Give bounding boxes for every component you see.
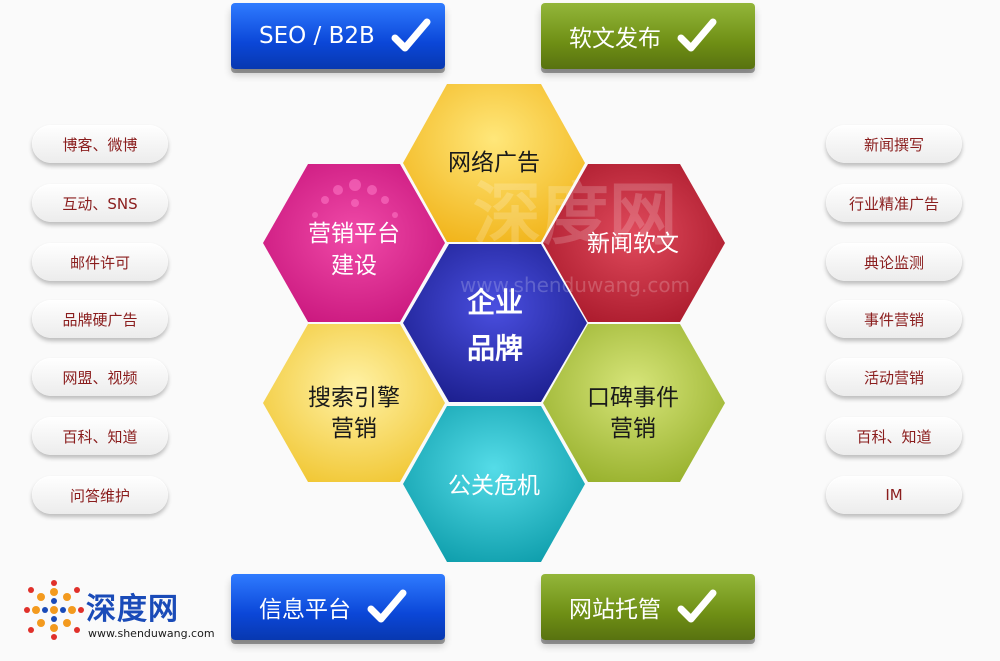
seo-b2b-button[interactable]: SEO / B2B <box>231 3 445 69</box>
pink-dot-pattern <box>312 179 398 218</box>
hex-center-label-1: 企业 <box>467 286 523 319</box>
right-item-activity-marketing[interactable]: 活动营销 <box>826 358 962 396</box>
watermark-url: www.shenduwang.com <box>460 273 690 297</box>
site-hosting-label: 网站托管 <box>569 597 661 623</box>
hex-search-marketing[interactable] <box>263 324 445 482</box>
logo-mark-icon <box>24 580 84 640</box>
checkmark-icon <box>367 589 407 623</box>
left-item-blog[interactable]: 博客、微博 <box>32 125 168 163</box>
logo-text: 深度网 <box>86 592 179 627</box>
hex-top-right-label: 新闻软文 <box>587 231 679 257</box>
hex-bottom-left-label-2: 营销 <box>331 416 377 442</box>
soft-article-label: 软文发布 <box>569 26 661 52</box>
hex-bottom-right-label-2: 营销 <box>610 416 656 442</box>
checkmark-icon <box>677 589 717 623</box>
left-item-sns[interactable]: 互动、SNS <box>32 184 168 222</box>
hex-network-ads[interactable] <box>403 84 585 242</box>
right-item-im[interactable]: IM <box>826 476 962 514</box>
right-item-event-marketing[interactable]: 事件营销 <box>826 300 962 338</box>
hex-word-of-mouth[interactable] <box>543 324 725 482</box>
hex-bottom-right-label-1: 口碑事件 <box>587 385 679 411</box>
left-item-email[interactable]: 邮件许可 <box>32 243 168 281</box>
hex-top-label: 网络广告 <box>448 150 540 176</box>
right-item-news-writing[interactable]: 新闻撰写 <box>826 125 962 163</box>
hex-top-left-label-2: 建设 <box>331 253 377 279</box>
info-platform-button[interactable]: 信息平台 <box>231 574 445 640</box>
seo-b2b-label: SEO / B2B <box>259 23 375 49</box>
hex-top-left-label-1: 营销平台 <box>308 221 400 247</box>
right-item-targeted-ads[interactable]: 行业精准广告 <box>826 184 962 222</box>
hex-news-article[interactable] <box>543 164 725 322</box>
right-item-monitoring[interactable]: 典论监测 <box>826 243 962 281</box>
site-hosting-button[interactable]: 网站托管 <box>541 574 755 640</box>
left-item-brand-ads[interactable]: 品牌硬广告 <box>32 300 168 338</box>
left-item-baike[interactable]: 百科、知道 <box>32 417 168 455</box>
left-item-video[interactable]: 网盟、视频 <box>32 358 168 396</box>
soft-article-button[interactable]: 软文发布 <box>541 3 755 69</box>
hex-enterprise-brand[interactable] <box>403 244 587 402</box>
hex-bottom-label: 公关危机 <box>448 473 540 499</box>
right-item-baike[interactable]: 百科、知道 <box>826 417 962 455</box>
hex-bottom-left-label-1: 搜索引擎 <box>308 385 400 411</box>
hex-center-label-2: 品牌 <box>467 332 523 365</box>
info-platform-label: 信息平台 <box>259 597 351 623</box>
hex-pr-crisis[interactable] <box>403 406 585 562</box>
watermark-text: 深度网 <box>473 176 677 255</box>
checkmark-icon <box>391 18 431 52</box>
checkmark-icon <box>677 18 717 52</box>
logo-url: www.shenduwang.com <box>88 627 215 640</box>
hex-marketing-platform[interactable] <box>263 164 445 322</box>
left-item-qa[interactable]: 问答维护 <box>32 476 168 514</box>
